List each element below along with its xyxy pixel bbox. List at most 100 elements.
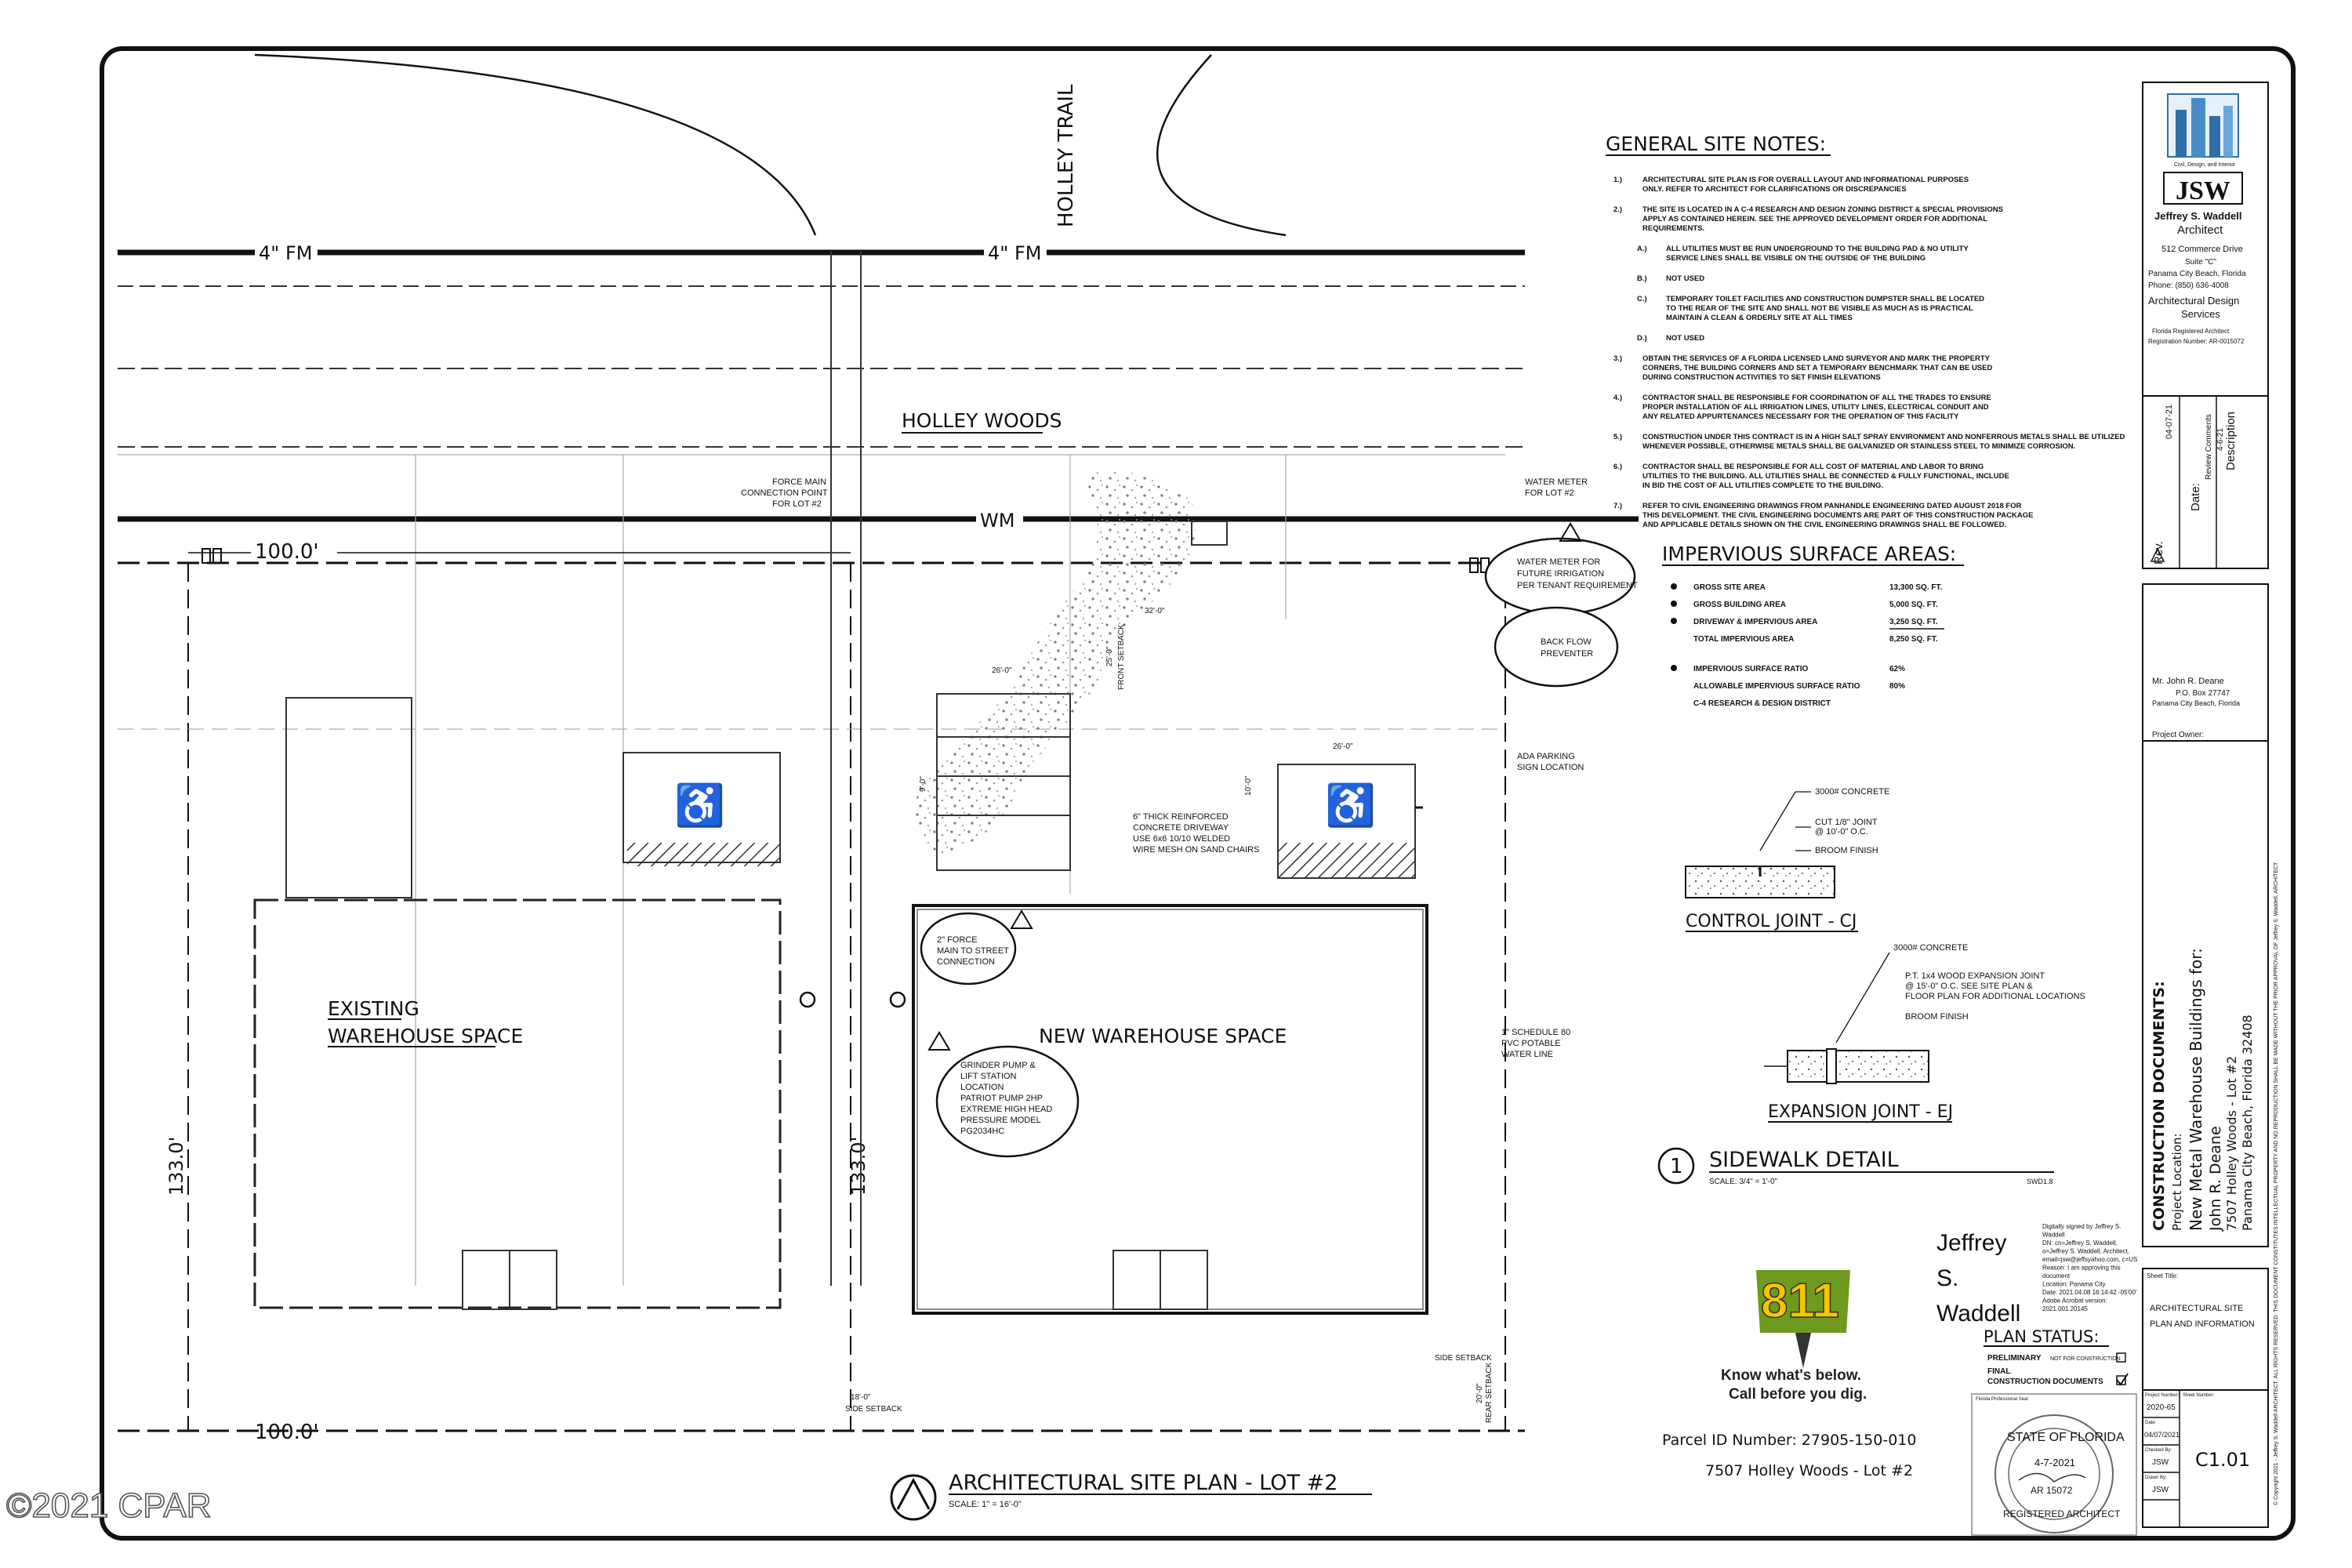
- existing-warehouse-label-1: EXISTING: [328, 997, 419, 1020]
- svg-text:04-07-21: 04-07-21: [2165, 405, 2174, 439]
- svg-text:6" THICK REINFORCED: 6" THICK REINFORCED: [1133, 812, 1229, 822]
- note-front-setback: FRONT SETBACK: [1117, 624, 1126, 690]
- plan-status: PLAN STATUS: PRELIMINARY NOT FOR CONSTRU…: [1984, 1327, 2129, 1386]
- bullet-icon: [1671, 665, 1677, 671]
- svg-text:Project Location:: Project Location:: [2170, 1133, 2184, 1231]
- architect-seal: Florida Professional Seal STATE OF FLORI…: [1971, 1393, 2137, 1536]
- dim-top: 100.0': [255, 540, 319, 564]
- svg-text:FOR LOT #2: FOR LOT #2: [772, 499, 822, 509]
- impervious-value: 3,250 SQ. FT.: [1889, 618, 1938, 626]
- general-note-number: 6.): [1613, 463, 1622, 471]
- svg-text:Project Owner:: Project Owner:: [2152, 731, 2204, 739]
- note-grinder: GRINDER PUMP & LIFT STATION LOCATION PAT…: [960, 1061, 1052, 1136]
- sheet-number: C1.01: [2195, 1449, 2250, 1471]
- fm-label-right: 4" FM: [988, 242, 1041, 264]
- expansion-joint-detail: 3000# CONCRETE P.T. 1x4 WOOD EXPANSION J…: [1764, 943, 2085, 1123]
- svg-text:JSW: JSW: [2152, 1486, 2169, 1494]
- note-backflow-1: BACK FLOW: [1541, 637, 1592, 647]
- street-holley-trail: HOLLEY TRAIL: [1054, 84, 1078, 227]
- plan-title: ARCHITECTURAL SITE PLAN - LOT #2: [949, 1471, 1338, 1495]
- svg-text:PRELIMINARY: PRELIMINARY: [1987, 1354, 2042, 1363]
- existing-warehouse-label-2: WAREHOUSE SPACE: [328, 1025, 523, 1047]
- logo-811-line1: Know what's below.: [1721, 1367, 1861, 1384]
- svg-text:Florida Registered Architect: Florida Registered Architect: [2152, 328, 2230, 335]
- svg-text:Services: Services: [2181, 308, 2220, 320]
- svg-text:512 Commerce Drive: 512 Commerce Drive: [2161, 245, 2243, 254]
- svg-text:John R. Deane: John R. Deane: [2207, 1126, 2224, 1232]
- svg-text:CONCRETE DRIVEWAY: CONCRETE DRIVEWAY: [1133, 823, 1229, 833]
- note-fm2-1: 2" FORCE: [937, 935, 978, 945]
- general-note-line: SERVICE LINES SHALL BE VISIBLE ON THE OU…: [1666, 254, 1926, 263]
- dim-bottom: 100.0': [255, 1421, 319, 1444]
- general-note-number: 7.): [1613, 502, 1622, 510]
- general-note-line: WHENEVER POSSIBLE, OTHERWISE METALS SHAL…: [1642, 442, 2075, 451]
- svg-text:PATRIOT PUMP 2HP: PATRIOT PUMP 2HP: [960, 1094, 1043, 1103]
- impervious-areas: IMPERVIOUS SURFACE AREAS: GROSS SITE ARE…: [1662, 543, 1964, 708]
- north-arrow: [890, 1474, 937, 1521]
- svg-text:FINAL: FINAL: [1987, 1367, 2010, 1376]
- general-note-line: TO THE REAR OF THE SITE AND SHALL NOT BE…: [1666, 304, 1973, 313]
- new-ada-hatch: [1278, 843, 1415, 878]
- digital-signature-line: Digitally signed by Jeffrey S.: [2042, 1223, 2121, 1230]
- general-note-line: TEMPORARY TOILET FACILITIES AND CONSTRUC…: [1666, 295, 1984, 303]
- svg-text:P.T. 1x4 WOOD EXPANSION JOINT: P.T. 1x4 WOOD EXPANSION JOINT: [1905, 971, 2045, 981]
- general-note-line: CONSTRUCTION UNDER THIS CONTRACT IS IN A…: [1642, 433, 2125, 441]
- general-note-number: 3.): [1613, 354, 1622, 363]
- digital-signature-line: Reason: I am approving this: [2042, 1265, 2121, 1272]
- general-note-line: IN BID THE COST OF ALL UTILITIES COMPLET…: [1642, 481, 1883, 490]
- svg-text:CONNECTION POINT: CONNECTION POINT: [741, 488, 828, 498]
- svg-text:Date:: Date:: [2145, 1421, 2157, 1425]
- svg-text:CONSTRUCTION DOCUMENTS:: CONSTRUCTION DOCUMENTS:: [2151, 981, 2168, 1231]
- digital-signature-line: Location: Panama City: [2042, 1281, 2106, 1288]
- note-irrigation-3: PER TENANT REQUIREMENT: [1517, 581, 1638, 590]
- impervious-label: ALLOWABLE IMPERVIOUS SURFACE RATIO: [1693, 682, 1860, 691]
- general-note-number: 4.): [1613, 394, 1622, 402]
- svg-text:STATE OF FLORIDA: STATE OF FLORIDA: [2007, 1431, 2125, 1444]
- svg-text:@ 15'-0" O.C. SEE SITE PLAN &: @ 15'-0" O.C. SEE SITE PLAN &: [1905, 982, 2033, 991]
- svg-text:20'-0": 20'-0": [1475, 1383, 1484, 1403]
- svg-text:26'-0": 26'-0": [1333, 742, 1353, 751]
- existing-warehouse: [253, 898, 782, 1309]
- general-note-line: AND APPLICABLE DETAILS SHOWN ON THE CIVI…: [1642, 521, 2006, 529]
- signer-middle: S.: [1936, 1265, 1958, 1291]
- sidewalk-detail-title: 1 SIDEWALK DETAIL SCALE: 3/4" = 1'-0" SW…: [1657, 1147, 2054, 1186]
- svg-text:Architect: Architect: [2177, 223, 2223, 237]
- general-note-number: A.): [1637, 245, 1647, 253]
- svg-text:PLAN STATUS:: PLAN STATUS:: [1984, 1327, 2099, 1346]
- bullet-icon: [1671, 618, 1677, 624]
- digital-signature-line: Date: 2021.04.08 16:14:42 -05'00': [2042, 1289, 2137, 1296]
- note-force-main: FORCE MAIN CONNECTION POINT FOR LOT #2: [741, 477, 828, 509]
- note-irrigation-1: WATER METER FOR: [1517, 557, 1600, 567]
- svg-text:Date:: Date:: [2189, 483, 2202, 511]
- general-note-line: MAINTAIN A CLEAN & ORDERLY SITE AT ALL T…: [1666, 314, 1853, 322]
- svg-text:LIFT STATION: LIFT STATION: [960, 1072, 1017, 1081]
- holley-trail-curb-right: [1156, 54, 1287, 237]
- digital-signature-line: Adobe Acrobat version:: [2042, 1298, 2107, 1305]
- general-note-number: 5.): [1613, 433, 1622, 441]
- svg-text:7507 Holley Woods - Lot #2: 7507 Holley Woods - Lot #2: [2224, 1056, 2239, 1231]
- general-note-line: NOT USED: [1666, 334, 1704, 343]
- digital-signature-line: o=Jeffrey S. Waddell, Architect,: [2042, 1248, 2129, 1255]
- svg-text:New Metal Warehouse Buildings: New Metal Warehouse Buildings for:: [2187, 948, 2205, 1231]
- impervious-label: C-4 RESEARCH & DESIGN DISTRICT: [1693, 699, 1831, 708]
- logo-811-line2: Call before you dig.: [1729, 1386, 1867, 1403]
- callout-cloud-force-main: [920, 912, 1017, 985]
- general-note-number: C.): [1637, 295, 1647, 303]
- general-note-number: B.): [1637, 274, 1647, 283]
- svg-text:Description: Description: [2224, 412, 2238, 470]
- general-note-line: CORNERS, THE BUILDING CORNERS AND SET A …: [1642, 364, 1992, 372]
- note-rear-setback: REAR SETBACK: [1485, 1362, 1494, 1423]
- svg-text:NOT FOR CONSTRUCTION: NOT FOR CONSTRUCTION: [2050, 1356, 2121, 1362]
- svg-text:2020-65: 2020-65: [2147, 1403, 2176, 1412]
- holley-trail-curb-left: [254, 53, 817, 236]
- new-warehouse-label: NEW WAREHOUSE SPACE: [1039, 1025, 1287, 1047]
- small-dims: 32'-0" 26'-0" 26'-0" 25'-0" 9'-0" 18'-0"…: [851, 607, 1484, 1403]
- general-note-line: DURING CONSTRUCTION ACTIVITIES TO SET FI…: [1642, 373, 1881, 382]
- svg-text:18'-0": 18'-0": [851, 1393, 871, 1402]
- general-notes: GENERAL SITE NOTES: 1.)ARCHITECTURAL SIT…: [1606, 132, 2125, 529]
- status-preliminary-checkbox[interactable]: [2116, 1352, 2126, 1363]
- impervious-label: IMPERVIOUS SURFACE RATIO: [1693, 665, 1809, 673]
- note-fm2-3: CONNECTION: [937, 957, 995, 967]
- existing-ada-icon: ♿: [674, 782, 725, 829]
